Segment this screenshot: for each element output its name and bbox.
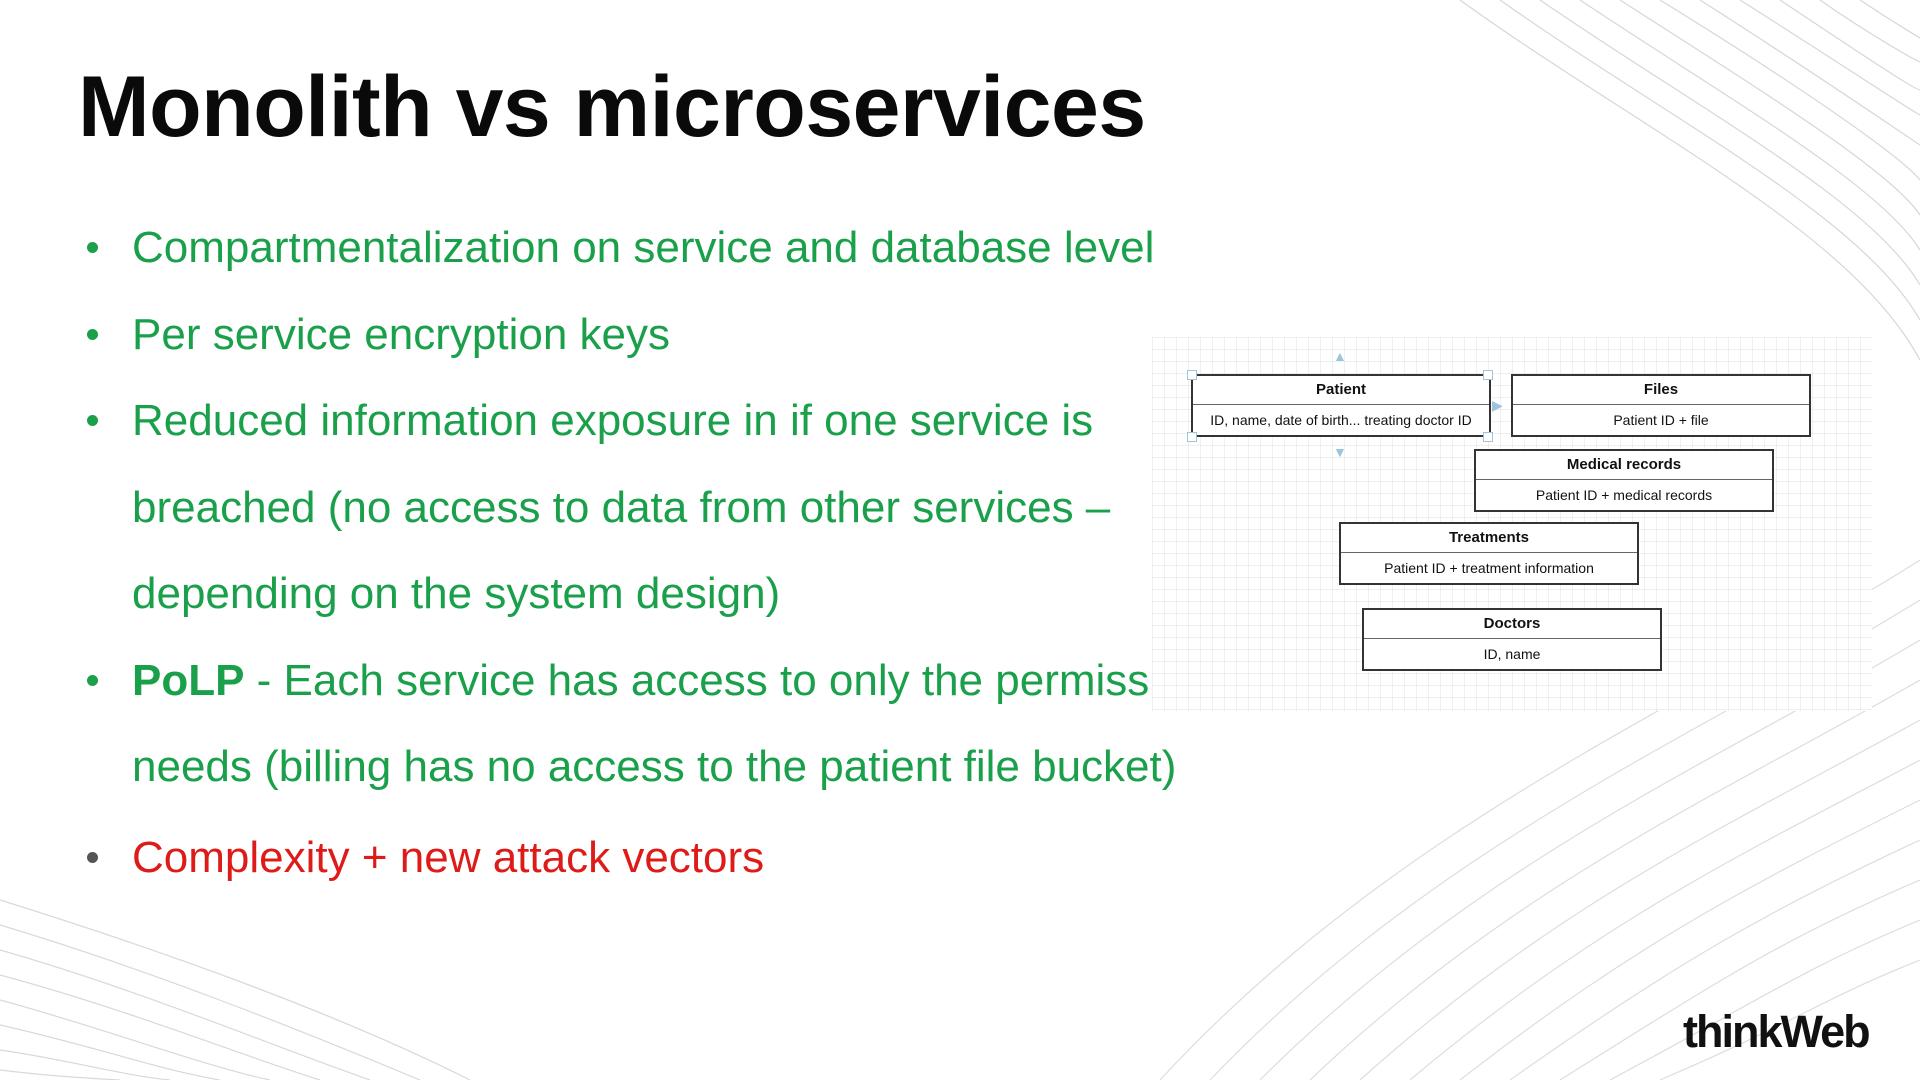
- connect-arrow-up-icon: ▲: [1333, 348, 1347, 364]
- selection-handle: [1187, 432, 1197, 442]
- entity-title: Files: [1513, 376, 1809, 405]
- entity-files: Files Patient ID + file: [1511, 374, 1811, 437]
- entity-patient: Patient ID, name, date of birth... treat…: [1191, 374, 1491, 437]
- bullet-item: Reduced information exposure in if one s…: [80, 378, 1252, 638]
- bullet-item-warning: Complexity + new attack vectors: [80, 815, 1360, 902]
- bullet-item: Per service encryption keys: [80, 292, 1360, 379]
- entity-title: Doctors: [1364, 610, 1660, 639]
- bullet-text: Per service encryption keys: [132, 309, 670, 359]
- entity-treatments: Treatments Patient ID + treatment inform…: [1339, 522, 1639, 585]
- connect-arrow-right-icon: ▶: [1492, 397, 1503, 413]
- bullet-text: Compartmentalization on service and data…: [132, 223, 1155, 272]
- selection-handle: [1187, 370, 1197, 380]
- entity-title: Patient: [1193, 376, 1489, 405]
- entity-fields: ID, name: [1483, 646, 1541, 662]
- connect-arrow-down-icon: ▼: [1333, 444, 1347, 460]
- thinkweb-logo: thinkWeb: [1683, 1006, 1871, 1057]
- bullet-term: PoLP: [132, 655, 245, 705]
- entity-fields: ID, name, date of birth... treating doct…: [1210, 412, 1472, 428]
- entity-fields: Patient ID + medical records: [1535, 487, 1713, 503]
- bullet-item: Compartmentalization on service and data…: [80, 205, 1252, 292]
- bullet-list: Compartmentalization on service and data…: [80, 205, 1360, 901]
- selection-handle: [1483, 370, 1493, 380]
- entity-diagram: Patient ID, name, date of birth... treat…: [1152, 337, 1872, 711]
- entity-medical-records: Medical records Patient ID + medical rec…: [1474, 449, 1774, 512]
- entity-fields: Patient ID + file: [1613, 412, 1709, 428]
- selection-handle: [1483, 432, 1493, 442]
- entity-doctors: Doctors ID, name: [1362, 608, 1662, 671]
- entity-title: Treatments: [1341, 524, 1637, 553]
- bullet-text: Reduced information exposure in if one s…: [132, 396, 1111, 618]
- bullet-text: Complexity + new attack vectors: [132, 832, 765, 882]
- entity-title: Medical records: [1476, 451, 1772, 480]
- entity-fields: Patient ID + treatment information: [1384, 560, 1594, 576]
- slide-title: Monolith vs microservices: [78, 59, 1146, 155]
